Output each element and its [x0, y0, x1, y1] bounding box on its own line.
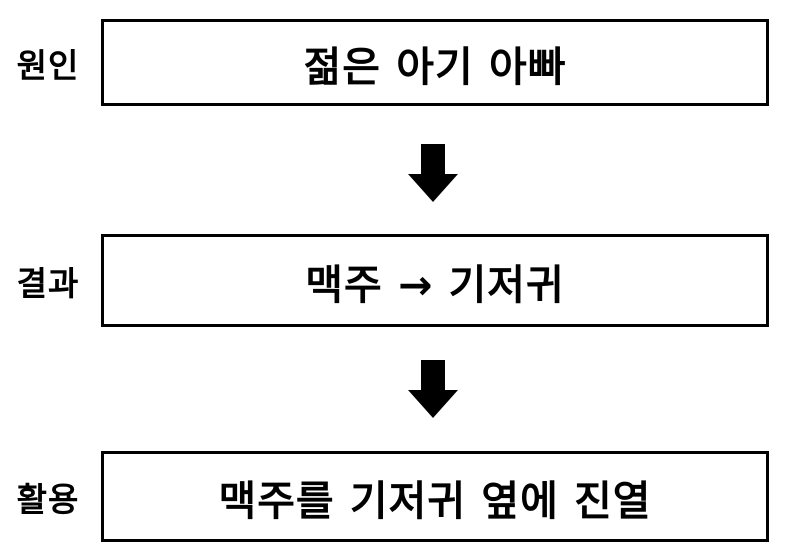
down-arrow-icon	[408, 360, 458, 418]
flow-box-result: 맥주 → 기저귀	[101, 234, 769, 327]
row-label-application: 활용	[16, 479, 80, 519]
flow-box-application: 맥주를 기저귀 옆에 진열	[101, 451, 769, 542]
down-arrow-icon	[408, 144, 458, 202]
flow-box-cause: 젊은 아기 아빠	[101, 19, 769, 106]
row-label-result: 결과	[16, 263, 80, 303]
row-label-cause: 원인	[16, 45, 80, 85]
